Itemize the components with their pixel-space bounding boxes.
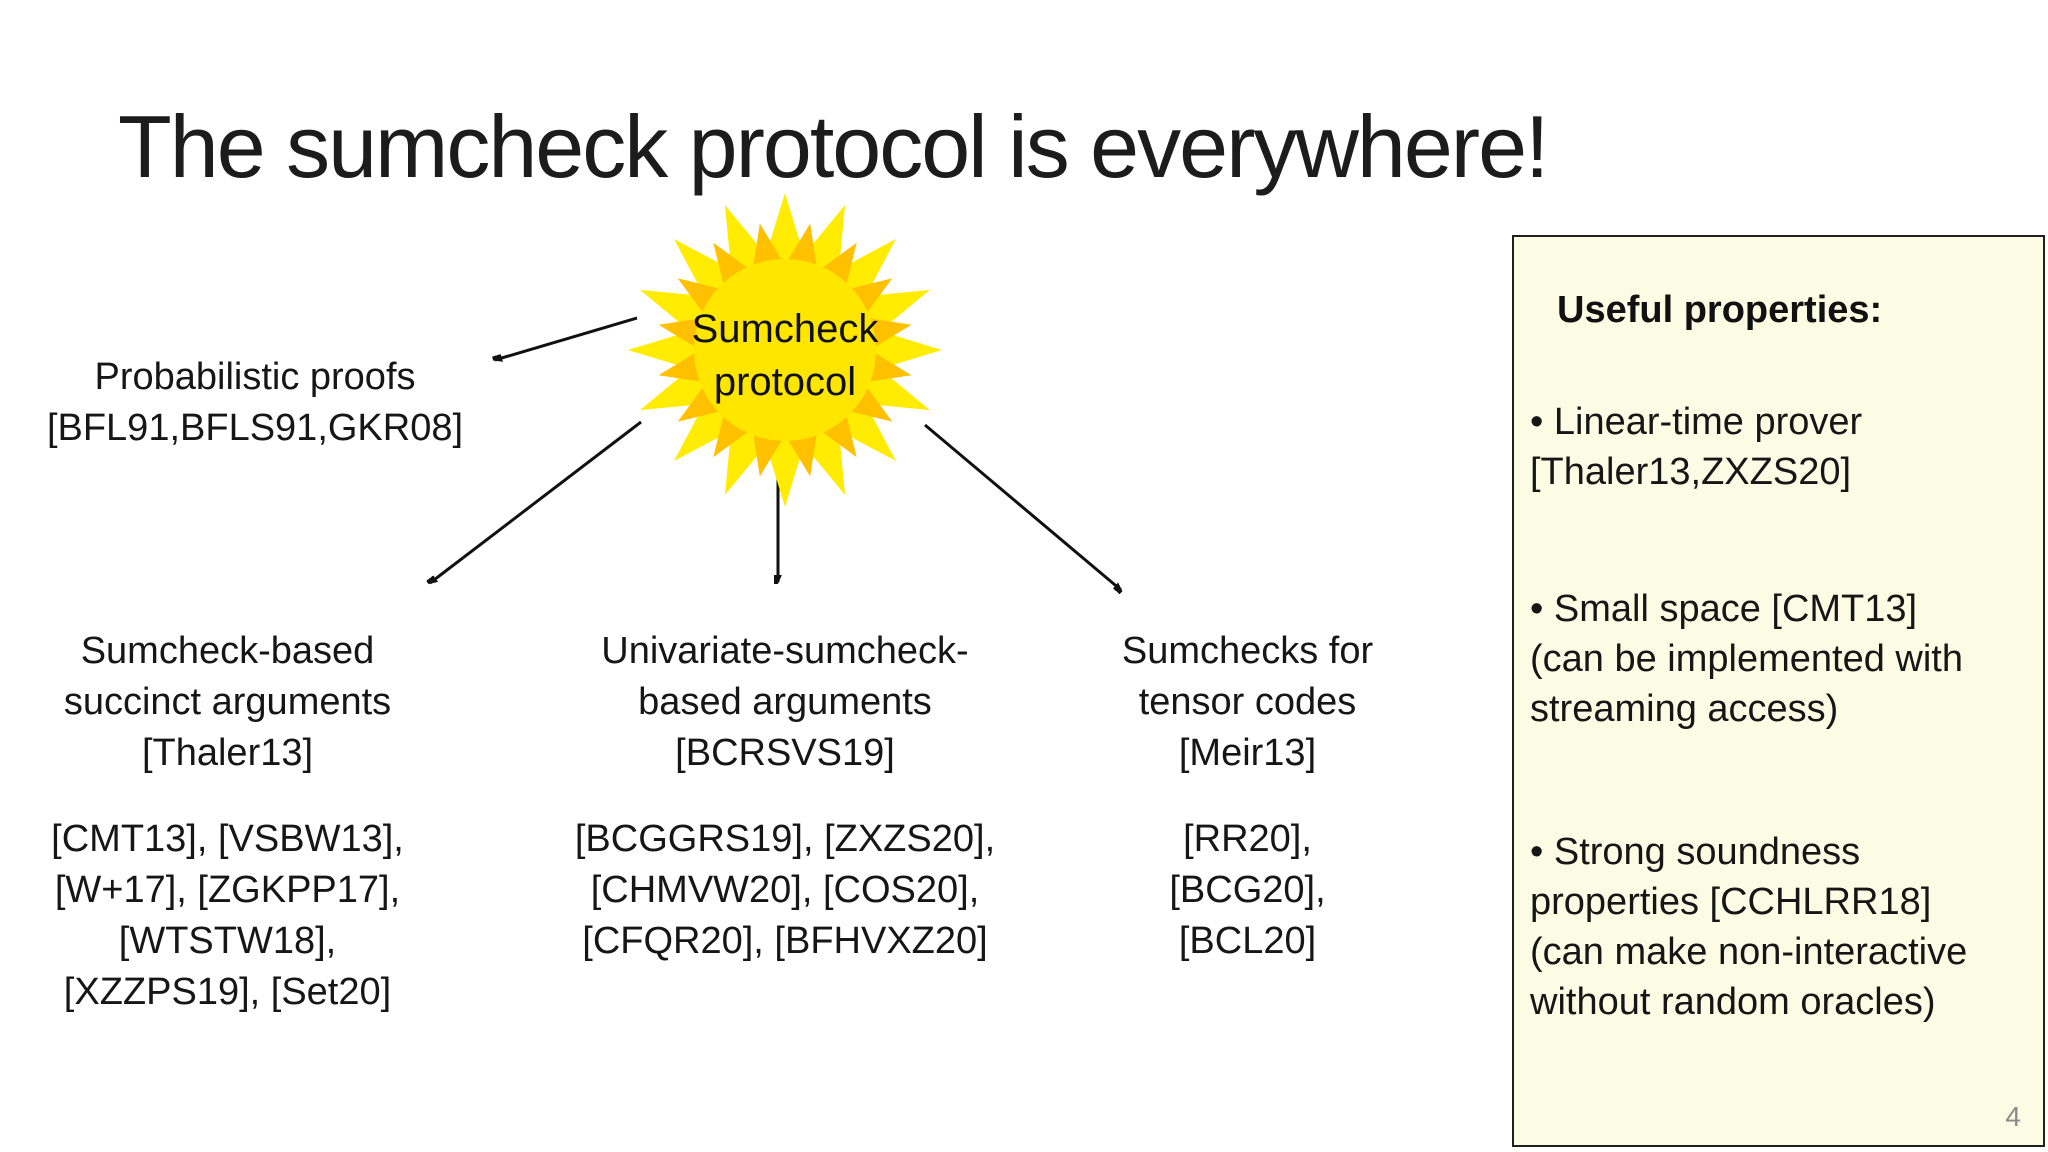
node-tensor-code-sumchecks: Sumchecks for tensor codes [Meir13] <box>1121 630 1374 774</box>
arrow-to-tensor-code-sumchecks <box>924 423 1121 590</box>
node-probabilistic-proofs: Probabilistic proofs [BFL91,BFLS91,GKR08… <box>46 356 464 449</box>
bullet-small-space: • Small space [CMT13] (can be implemente… <box>1530 588 1963 730</box>
arrow-to-probabilistic-proofs <box>495 316 638 360</box>
useful-properties-title: Useful properties: <box>1557 289 1883 331</box>
sun-label: Sumcheck protocol <box>691 307 879 404</box>
slide-title: The sumcheck protocol is everywhere! <box>118 97 1549 196</box>
page-number: 4 <box>2005 1101 2021 1132</box>
node-univariate-arguments: Univariate-sumcheck- based arguments [BC… <box>601 630 969 774</box>
useful-properties-box: Useful properties: • Linear-time prover … <box>1512 235 2045 1147</box>
sun-disc <box>694 259 876 441</box>
node-sumcheck-based-arguments: Sumcheck-based succinct arguments [Thale… <box>63 630 392 774</box>
bullet-strong-soundness: • Strong soundness properties [CCHLRR18]… <box>1530 831 1968 1023</box>
refs-univariate-arguments: [BCGGRS19], [ZXZS20], [CHMVW20], [COS20]… <box>574 818 996 962</box>
refs-tensor-code-sumchecks: [RR20], [BCG20], [BCL20] <box>1169 818 1326 962</box>
bullet-linear-time-prover: • Linear-time prover [Thaler13,ZXZS20] <box>1530 401 1863 493</box>
refs-sumcheck-based-arguments: [CMT13], [VSBW13], [W+17], [ZGKPP17], [W… <box>51 818 404 1013</box>
sun-graphic: Sumcheck protocol <box>625 190 945 510</box>
